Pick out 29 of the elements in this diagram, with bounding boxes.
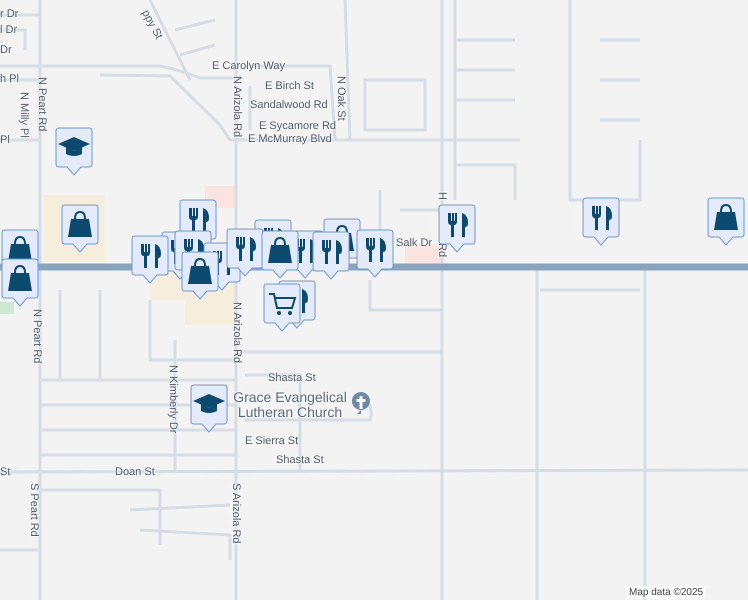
street-name: Doan St xyxy=(115,466,155,479)
street-name: Shasta St xyxy=(268,372,316,385)
street-name: E Carolyn Way xyxy=(212,60,285,73)
street-name: N Peart Rd xyxy=(30,309,43,364)
street-name: H xyxy=(435,192,448,200)
street-name: E Sycamore Rd xyxy=(259,120,336,133)
attribution-text: Map data ©2025 xyxy=(626,586,706,599)
street-name: Shasta St xyxy=(276,454,324,467)
street-name: Salk Dr xyxy=(396,237,432,250)
street-name: E McMurray Blvd xyxy=(248,133,332,146)
street-name: N Milly Pl xyxy=(17,92,30,138)
street-name: S Peart Rd xyxy=(27,483,40,537)
street-name: r Dr xyxy=(0,8,18,21)
street-name: ppy St xyxy=(138,8,165,42)
street-name: St xyxy=(0,466,10,479)
place-name: Grace Evangelical Lutheran Church xyxy=(232,390,348,420)
street-name: N Arizola Rd xyxy=(230,302,243,364)
street-name: h Pl xyxy=(0,73,19,86)
street-name: Dr xyxy=(0,44,12,57)
street-name: N Peart Rd xyxy=(35,77,48,132)
street-name: E Sierra St xyxy=(245,435,298,448)
street-name: N Arizola Rd xyxy=(230,76,243,138)
street-name: E Birch St xyxy=(265,80,314,93)
street-name: N Kimberly Dr xyxy=(166,365,179,434)
street-name: N Oak St xyxy=(334,76,347,121)
street-name: S Arizola Rd xyxy=(229,483,242,544)
street-name: l Dr xyxy=(0,24,18,37)
street-name: Sandalwood Rd xyxy=(250,99,328,112)
street-name: Pl xyxy=(0,134,10,147)
